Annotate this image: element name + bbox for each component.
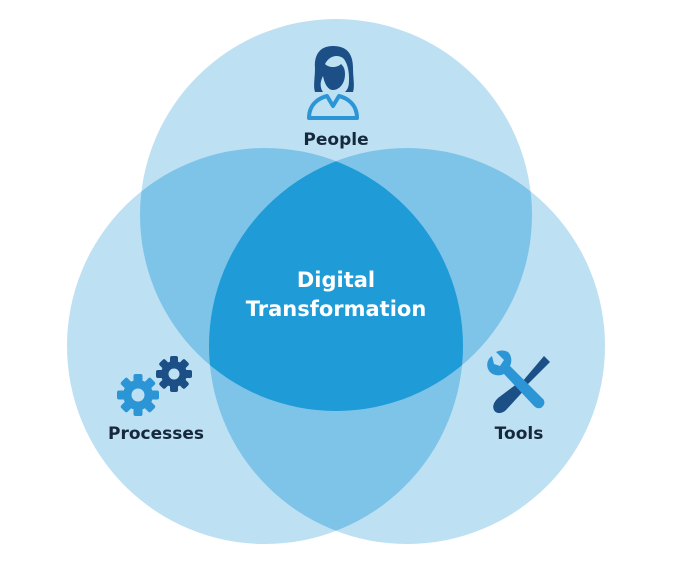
center-label-line2: Transformation — [245, 297, 427, 321]
processes-label: Processes — [107, 424, 205, 444]
digital-transformation-label: Digital Transformation — [246, 266, 427, 324]
wrench-screwdriver-icon — [487, 350, 550, 413]
digital-transformation-overlap — [209, 148, 463, 411]
center-label-line1: Digital — [296, 268, 376, 292]
gears-icon — [117, 356, 192, 416]
people-label: People — [303, 130, 369, 150]
person-icon — [307, 46, 359, 120]
tools-label: Tools — [494, 424, 544, 444]
